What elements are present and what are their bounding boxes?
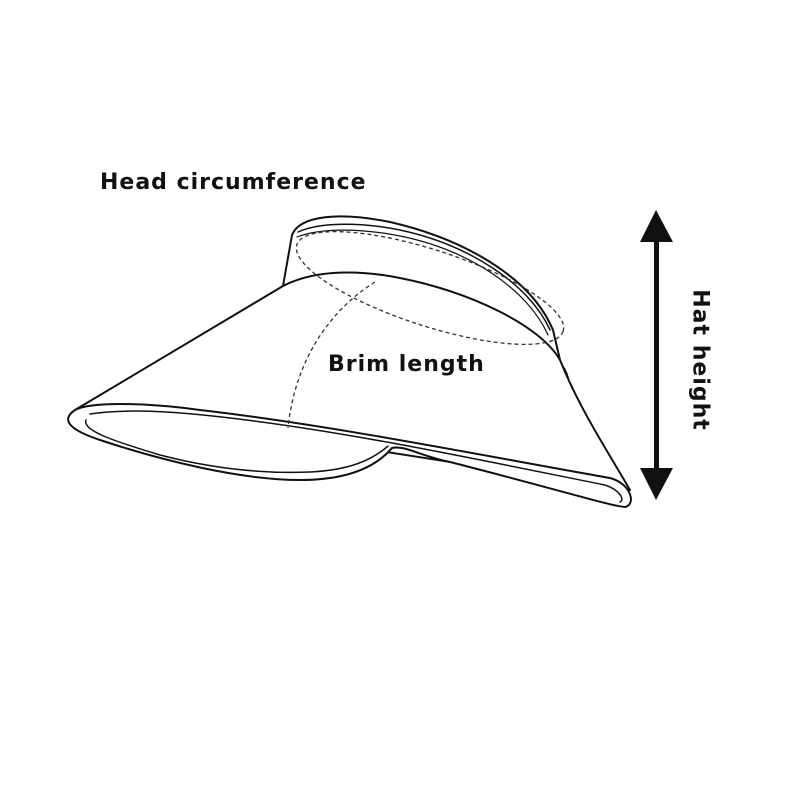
- arrow-down-icon: [640, 468, 673, 500]
- crown-band-inner-line-2: [296, 229, 549, 336]
- brim-rim-inner: [85, 410, 623, 503]
- head-circumference-label: Head circumference: [100, 170, 367, 195]
- hat-height-arrow: [640, 210, 673, 500]
- head-circumference-dashed-ellipse: [295, 230, 565, 346]
- arrow-up-icon: [640, 210, 673, 242]
- brim-top: [74, 271, 631, 491]
- crown-band-inner-line: [297, 223, 551, 331]
- brim-rim: [67, 403, 632, 508]
- brim-length-label: Brim length: [328, 352, 485, 377]
- hat-height-label: Hat height: [687, 289, 713, 431]
